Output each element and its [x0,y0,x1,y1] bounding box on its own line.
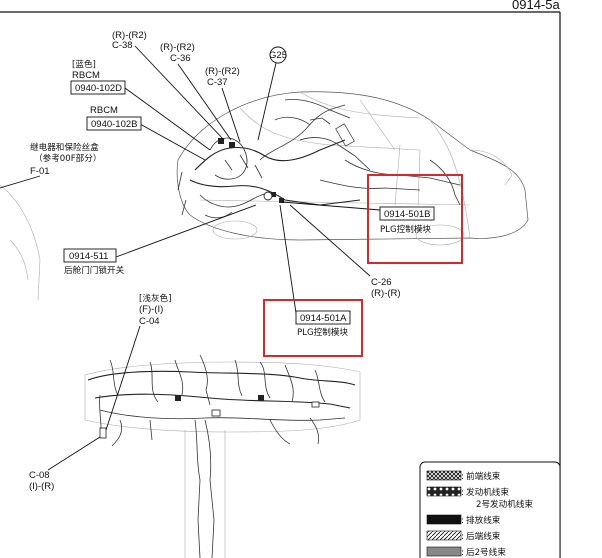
callout-light-gray: [浅灰色] (F)-(I) C-04 [139,292,172,327]
svg-text:PLG控制模块: PLG控制模块 [380,223,431,235]
svg-text:(R)-(R2): (R)-(R2) [112,30,147,41]
legend-label-emission: 排放线束 [466,514,501,526]
dashboard-harness [84,354,361,558]
legend-label-rear2: 后2号线束 [466,546,506,558]
callout-relay-box: 继电器和保险丝盒 （参考00F部分） F-01 [30,141,101,177]
harness-legend: 前端线束 发动机线束 2号发动机线束 排放线束 后端线束 后2号线束 : : :… [419,461,561,558]
svg-text:0940-102B: 0940-102B [91,119,137,130]
legend-label-engine2: 2号发动机线束 [476,498,533,510]
callout-c08: C-08 (I)-(R) [29,470,54,492]
legend-swatch-rear [426,530,462,541]
callout-plg-b: 0914-501B PLG控制模块 [367,174,463,264]
callout-c38: (R)-(R2) C-38 [112,30,147,51]
svg-text:PLG控制模块: PLG控制模块 [297,326,348,338]
highlight-box-plg-b [367,174,463,264]
legend-swatch-emission [426,514,462,525]
callout-c36: (R)-(R2) C-36 [160,42,195,64]
svg-text:0914-501A: 0914-501A [300,313,347,324]
car-body-outline [176,91,529,246]
svg-text:(F)-(I): (F)-(I) [139,304,163,315]
svg-text:0914-511: 0914-511 [69,251,108,262]
svg-text:C-37: C-37 [207,77,228,88]
highlight-box-plg-a [263,299,363,357]
callout-g25: G25 [269,46,287,64]
svg-text:（参考00F部分）: （参考00F部分） [34,152,101,164]
svg-text::: : [461,516,464,526]
svg-text::: : [461,472,464,482]
page-id: 0914-5a [512,0,560,12]
svg-text:G25: G25 [269,50,287,61]
legend-label-engine: 发动机线束 [466,486,509,498]
svg-text:C-08: C-08 [29,470,50,481]
svg-text:(R)-(R): (R)-(R) [371,288,401,299]
svg-text:0914-501B: 0914-501B [384,209,430,220]
callout-c26: C-26 (R)-(R) [371,277,401,299]
svg-text:继电器和保险丝盒: 继电器和保险丝盒 [30,141,99,153]
svg-text::: : [461,548,464,558]
callout-plg-a: 0914-501A PLG控制模块 [263,299,363,357]
callout-c37: (R)-(R2) C-37 [205,66,240,88]
svg-text:RBCM: RBCM [72,70,100,81]
svg-text:0940-102D: 0940-102D [75,83,122,94]
svg-text:(R)-(R2): (R)-(R2) [205,66,240,77]
svg-text:[蓝色]: [蓝色] [72,58,96,70]
front-door-outline [0,184,41,301]
svg-text:C-26: C-26 [371,277,392,288]
svg-text:C-36: C-36 [170,53,191,64]
callout-liftgate-switch: 0914-511 后舱门门锁开关 [63,248,125,276]
callout-rbcm-blue: [蓝色] RBCM 0940-102D [70,58,126,95]
svg-text::: : [461,488,464,498]
svg-text:[浅灰色]: [浅灰色] [139,292,172,304]
svg-text:RBCM: RBCM [90,105,118,116]
svg-text:(R)-(R2): (R)-(R2) [160,42,195,53]
svg-text:C-38: C-38 [112,40,133,51]
legend-swatch-engine [426,486,462,497]
svg-text:C-04: C-04 [139,316,160,327]
legend-swatch-front [426,470,462,481]
svg-text::: : [461,532,464,542]
svg-text:(I)-(R): (I)-(R) [29,481,54,492]
legend-swatch-rear2 [426,546,462,557]
legend-label-rear: 后端线束 [466,530,501,542]
legend-label-front: 前端线束 [466,470,501,482]
svg-text:F-01: F-01 [30,166,50,177]
svg-text:后舱门门锁开关: 后舱门门锁开关 [64,264,125,276]
rear-harness [177,99,461,219]
callout-rbcm: RBCM 0940-102B [86,105,142,131]
leader-lines [0,45,381,471]
